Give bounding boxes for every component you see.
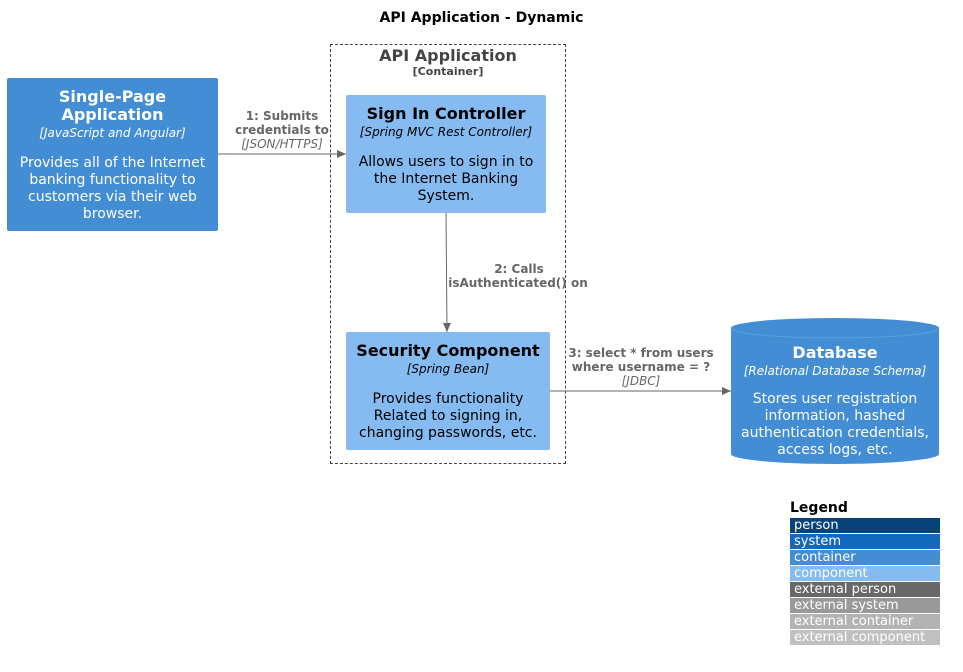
- boundary-type: [Container]: [412, 65, 484, 78]
- relation-3-label: 3: select * from users where username = …: [562, 346, 720, 388]
- database-name: Database: [792, 343, 878, 362]
- legend-item-external-system: external system: [790, 598, 940, 613]
- sign-in-description: Allows users to sign in to the Internet …: [358, 154, 534, 204]
- database-tech: [Relational Database Schema]: [743, 364, 927, 378]
- security-description: Provides functionality Related to signin…: [359, 391, 537, 441]
- diagram-title: API Application - Dynamic: [379, 10, 584, 26]
- spa-tech: [JavaScript and Angular]: [39, 126, 186, 140]
- legend-item-component: component: [790, 566, 940, 581]
- relation-2-desc-line1: 2: Calls: [494, 262, 544, 276]
- legend-item-external-person: external person: [790, 582, 940, 597]
- sign-in-controller[interactable]: Sign In Controller [Spring MVC Rest Cont…: [346, 95, 546, 213]
- relation-1-tech: [JSON/HTTPS]: [241, 137, 323, 151]
- database-cylinder-shape: [730, 318, 940, 464]
- boundary-name: API Application: [379, 46, 517, 65]
- relation-2-desc-line2: isAuthenticated() on: [448, 276, 588, 290]
- api-application-boundary: [330, 44, 566, 464]
- legend-item-person: person: [790, 518, 940, 533]
- relation-3-desc-line2: where username = ?: [571, 360, 711, 374]
- relation-1-desc-line2: credentials to: [235, 123, 329, 137]
- relation-2-line: [442, 212, 451, 333]
- relation-1-label: 1: Submits credentials to [JSON/HTTPS]: [226, 109, 338, 151]
- sign-in-tech: [Spring MVC Rest Controller]: [359, 125, 533, 139]
- spa-name: Single-Page Application: [58, 87, 167, 124]
- relation-2-label: 2: Calls isAuthenticated() on: [446, 262, 590, 290]
- relation-1-desc-line1: 1: Submits: [245, 109, 319, 123]
- database-container[interactable]: Database [Relational Database Schema] St…: [731, 340, 939, 464]
- legend-item-container: container: [790, 550, 940, 565]
- legend-item-external-container: external container: [790, 614, 940, 629]
- legend-title: Legend: [790, 500, 848, 516]
- spa-container[interactable]: Single-Page Application [JavaScript and …: [7, 78, 218, 231]
- security-component[interactable]: Security Component [Spring Bean] Provide…: [346, 332, 550, 450]
- security-name: Security Component: [356, 341, 540, 360]
- legend-item-system: system: [790, 534, 940, 549]
- legend-item-external-component: external component: [790, 630, 940, 645]
- relation-3-desc-line1: 3: select * from users: [568, 346, 714, 360]
- relation-3-tech: [JDBC]: [621, 374, 661, 388]
- database-description: Stores user registration information, ha…: [741, 391, 929, 458]
- sign-in-name: Sign In Controller: [366, 104, 526, 123]
- spa-description: Provides all of the Internet banking fun…: [19, 155, 206, 222]
- security-tech: [Spring Bean]: [406, 362, 490, 376]
